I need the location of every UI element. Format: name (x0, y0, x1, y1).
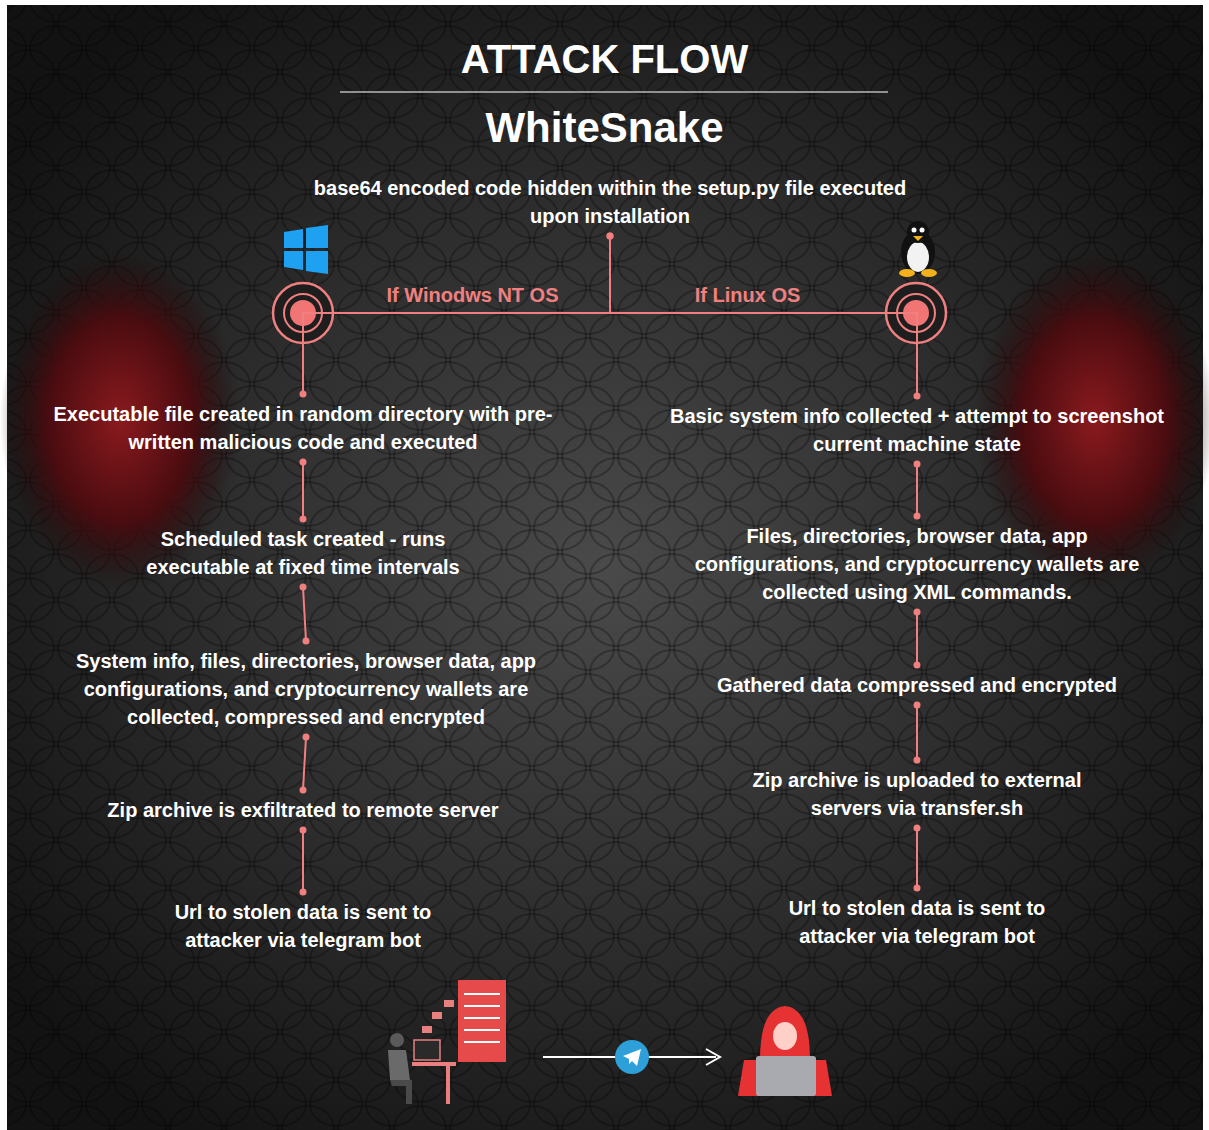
flow-step: Executable file created in random direct… (53, 400, 553, 456)
flow-connector (303, 737, 306, 790)
connector-dot (303, 734, 310, 741)
step-text: Zip archive is exfiltrated to remote ser… (68, 796, 538, 824)
connector-dot (914, 885, 921, 892)
step-text: Url to stolen data is sent to attacker v… (143, 898, 463, 954)
paper-plane (623, 1049, 641, 1066)
flow-step: System info, files, directories, browser… (36, 647, 576, 731)
penguin-foot (899, 269, 915, 277)
connector-dot (607, 233, 614, 240)
flow-connector (916, 612, 918, 665)
connector-dot (300, 459, 307, 466)
server-rack (458, 980, 506, 1062)
hacker-hood (760, 1006, 810, 1060)
flow-connector (302, 830, 304, 892)
flow-connector (916, 828, 918, 888)
penguin-eye (912, 228, 917, 233)
flying-paper (422, 1026, 432, 1033)
penguin-body (901, 230, 935, 274)
connector-dot (914, 662, 921, 669)
flow-step: Files, directories, browser data, app co… (677, 522, 1157, 606)
connector-dot (300, 584, 307, 591)
subtitle: WhiteSnake (0, 104, 1209, 152)
bottom-illustration (388, 980, 832, 1104)
laptop (756, 1056, 816, 1096)
person-body (388, 1050, 410, 1080)
arrow-head (706, 1049, 720, 1065)
flow-step: Zip archive is uploaded to external serv… (737, 766, 1097, 822)
connector-dot (300, 889, 307, 896)
snake-scales (7, 5, 1203, 1130)
flow-connector (303, 236, 610, 394)
telegram-icon (615, 1040, 649, 1074)
person-legs (390, 1080, 412, 1104)
connector-dot (607, 233, 614, 240)
logo-pane (284, 251, 303, 270)
connector-dot (300, 787, 307, 794)
penguin-foot (921, 269, 937, 277)
flow-step: base64 encoded code hidden within the se… (310, 174, 910, 230)
hacker-face (773, 1022, 797, 1050)
flow-step: Zip archive is exfiltrated to remote ser… (68, 796, 538, 824)
connector-dot (914, 461, 921, 468)
windows-logo (284, 225, 328, 274)
branch-label: If Winodws NT OS (386, 283, 558, 307)
penguin-head (907, 221, 929, 243)
server-slot (464, 993, 500, 995)
connector-dot (914, 702, 921, 709)
step-text: Zip archive is uploaded to external serv… (737, 766, 1097, 822)
desk-leg (446, 1066, 450, 1104)
flying-paper (432, 1012, 442, 1019)
linux-penguin (899, 221, 937, 277)
flow-step: Gathered data compressed and encrypted (682, 671, 1152, 699)
dark-ground (7, 5, 1203, 1130)
flying-paper (444, 1000, 454, 1007)
server-slot (464, 1005, 500, 1007)
penguin-beak (913, 236, 923, 241)
penguin-eye (920, 228, 925, 233)
flow-connector (303, 587, 306, 641)
logo-pane (306, 251, 328, 274)
logo-pane (306, 225, 328, 248)
connector-dot (914, 609, 921, 616)
person-head (390, 1033, 404, 1047)
connector-dot (300, 391, 307, 398)
step-text: Basic system info collected + attempt to… (667, 402, 1167, 458)
server-slot (464, 1017, 500, 1019)
flow-connector (610, 236, 917, 396)
flow-step: Basic system info collected + attempt to… (667, 402, 1167, 458)
flow-step: Url to stolen data is sent to attacker v… (143, 898, 463, 954)
logo-pane (284, 229, 303, 248)
step-text: base64 encoded code hidden within the se… (310, 174, 910, 230)
connector-dot (300, 827, 307, 834)
step-text: Scheduled task created - runs executable… (113, 525, 493, 581)
flow-connector (916, 705, 918, 760)
penguin-belly (907, 242, 929, 272)
step-text: Executable file created in random direct… (53, 400, 553, 456)
title-rule (340, 91, 888, 93)
step-text: Url to stolen data is sent to attacker v… (757, 894, 1077, 950)
server-slot (464, 1029, 500, 1031)
desk-top (412, 1062, 456, 1066)
flow-connector (302, 462, 304, 519)
connector-dot (914, 513, 921, 520)
step-text: Files, directories, browser data, app co… (677, 522, 1157, 606)
step-text: System info, files, directories, browser… (36, 647, 576, 731)
monitor (414, 1040, 440, 1060)
connector-dot (914, 825, 921, 832)
server-slot (464, 1041, 500, 1043)
diagram-title: ATTACK FLOW (0, 36, 1209, 82)
flow-step: Url to stolen data is sent to attacker v… (757, 894, 1077, 950)
connector-dot (300, 516, 307, 523)
flow-connector (916, 464, 918, 516)
connector-dot (914, 757, 921, 764)
connector-dot (303, 638, 310, 645)
flow-step: Scheduled task created - runs executable… (113, 525, 493, 581)
branch-label: If Linux OS (695, 283, 801, 307)
step-text: Gathered data compressed and encrypted (682, 671, 1152, 699)
connector-dot (914, 393, 921, 400)
